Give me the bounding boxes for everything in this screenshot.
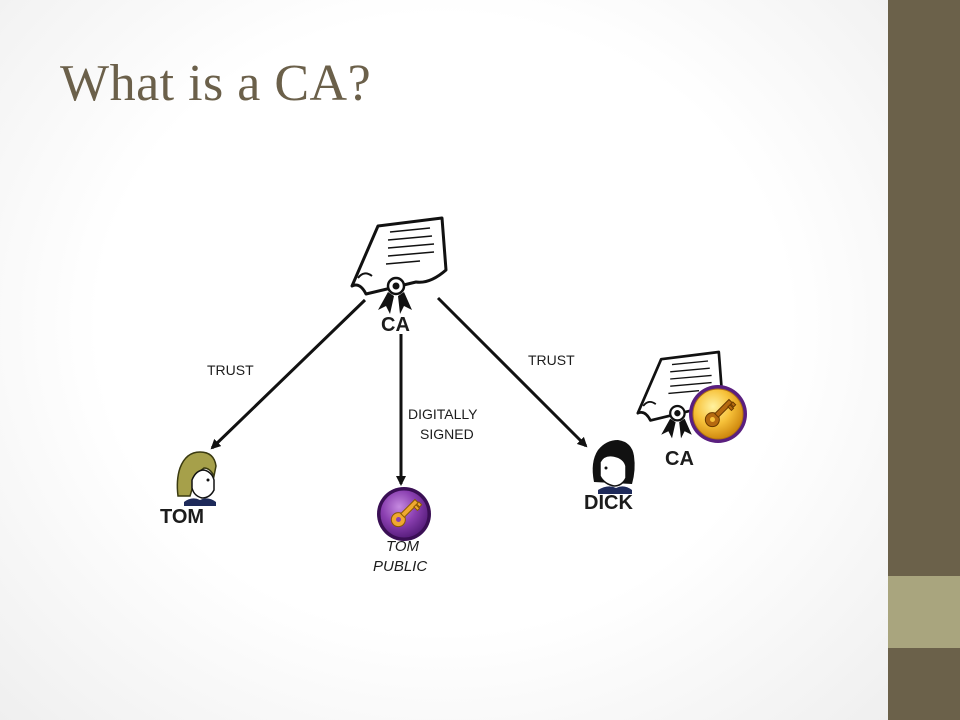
key-badge-icon (377, 487, 431, 541)
trust-right-label: TRUST (528, 352, 575, 368)
sidebar-accent-bottom (888, 648, 960, 720)
ca-right-label: CA (665, 448, 694, 470)
ca-top-label: CA (381, 314, 410, 336)
tom-public-line1: TOM (386, 538, 420, 555)
sidebar-accent-top (888, 0, 960, 576)
trust-left-label: TRUST (207, 362, 254, 378)
slide-background (0, 0, 888, 720)
signed-label-line1: DIGITALLY (408, 406, 478, 422)
certificate-icon (350, 216, 448, 314)
key-badge-icon (689, 385, 747, 443)
signed-label-line2: SIGNED (420, 426, 474, 442)
tom-public-line2: PUBLIC (373, 558, 428, 575)
slide-title: What is a CA? (60, 55, 372, 112)
sidebar-accent-middle (888, 576, 960, 648)
tom-label: TOM (160, 506, 205, 528)
person-icon (592, 440, 635, 494)
ca-diagram (176, 216, 747, 541)
trust-arrow-left (210, 298, 367, 450)
person-icon (176, 451, 217, 506)
dick-label: DICK (584, 492, 633, 514)
trust-arrow-right (436, 296, 588, 448)
